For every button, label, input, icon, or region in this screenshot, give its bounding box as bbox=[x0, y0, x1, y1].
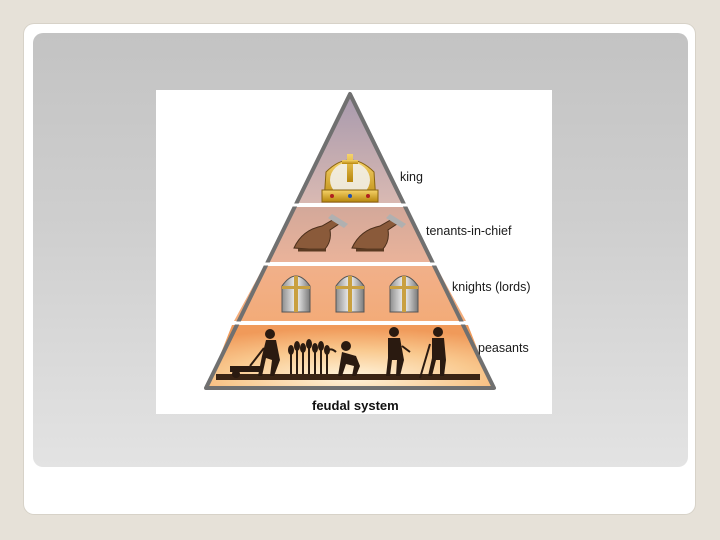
feudal-pyramid-figure: king tenants-in-chief knights (lords) pe… bbox=[156, 90, 552, 414]
level-label-peasants: peasants bbox=[478, 341, 529, 355]
helmet-icon bbox=[389, 275, 419, 313]
pyramid-diagram: king tenants-in-chief knights (lords) pe… bbox=[204, 92, 531, 413]
diagram-caption: feudal system bbox=[312, 398, 399, 413]
peasant-silhouette-icon bbox=[216, 327, 480, 380]
level-label-tenants-in-chief: tenants-in-chief bbox=[426, 224, 512, 238]
helmet-icon bbox=[281, 275, 311, 313]
gauntlet-icon bbox=[351, 214, 406, 252]
level-label-king: king bbox=[400, 170, 423, 184]
gauntlet-icon bbox=[293, 214, 348, 252]
tier-king bbox=[295, 96, 405, 203]
level-label-knights: knights (lords) bbox=[452, 280, 531, 294]
pyramid-outline bbox=[204, 92, 496, 390]
helmet-icon bbox=[335, 275, 365, 313]
crown-icon bbox=[321, 154, 379, 203]
